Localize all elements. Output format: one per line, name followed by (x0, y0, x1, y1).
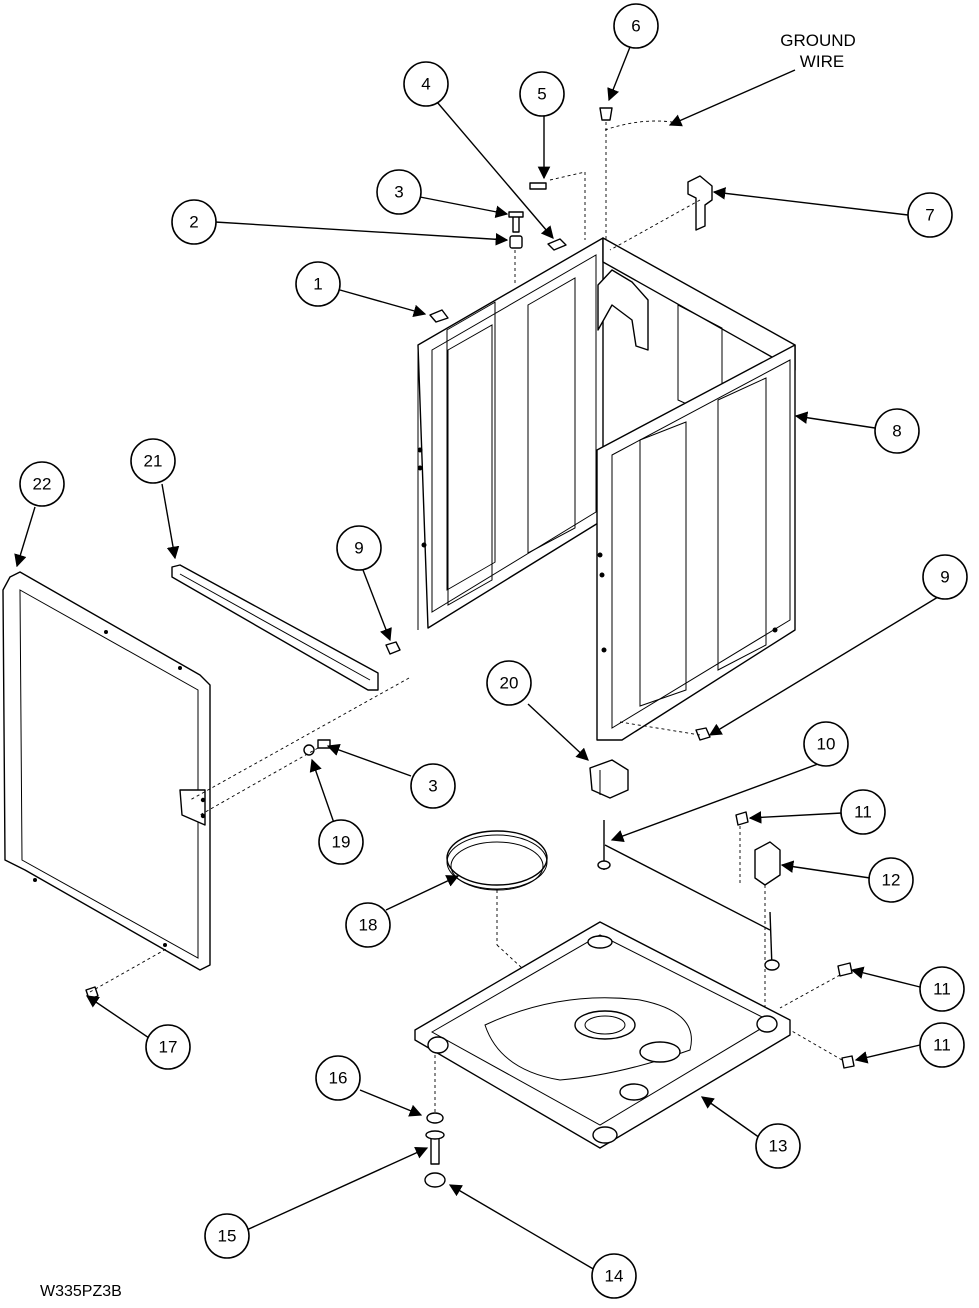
callout-15: 15 (204, 1213, 250, 1259)
svg-text:10: 10 (817, 735, 836, 754)
callout-21: 21 (130, 438, 176, 484)
svg-text:22: 22 (33, 475, 52, 494)
part-3-screw-head (508, 211, 524, 218)
part-10-rod (597, 820, 780, 971)
part-12-bracket (754, 841, 781, 886)
callout-9-right: 9 (922, 554, 968, 600)
svg-text:1: 1 (313, 275, 322, 294)
callout-11-top: 11 (840, 789, 886, 835)
svg-text:3: 3 (394, 183, 403, 202)
svg-text:17: 17 (159, 1038, 178, 1057)
part-4-pad (547, 238, 567, 251)
svg-text:4: 4 (421, 75, 430, 94)
svg-text:20: 20 (500, 674, 519, 693)
svg-text:6: 6 (631, 17, 640, 36)
svg-text:7: 7 (925, 206, 934, 225)
drawing-code: W335PZ3B (40, 1283, 122, 1300)
part-2-bushing (509, 235, 523, 249)
part-7-bracket (687, 175, 713, 231)
svg-text:2: 2 (189, 213, 198, 232)
callout-18: 18 (345, 902, 391, 948)
callout-14: 14 (591, 1253, 637, 1299)
svg-text:21: 21 (144, 452, 163, 471)
callout-10: 10 (803, 721, 849, 767)
callout-11-mid: 11 (919, 966, 965, 1012)
svg-text:15: 15 (218, 1227, 237, 1246)
leveling-foot-parts (424, 1055, 446, 1188)
svg-text:11: 11 (933, 1036, 951, 1055)
svg-text:8: 8 (892, 422, 901, 441)
svg-text:11: 11 (854, 803, 872, 822)
callout-3-top: 3 (376, 169, 422, 215)
callout-4: 4 (403, 61, 449, 107)
svg-text:14: 14 (605, 1267, 624, 1286)
top-strip-part (171, 564, 379, 691)
part-20-bracket (589, 759, 629, 799)
front-panel-part (2, 571, 211, 971)
svg-text:9: 9 (940, 568, 949, 587)
callout-16: 16 (315, 1055, 361, 1101)
callout-8: 8 (874, 408, 920, 454)
part-5-screw (529, 182, 547, 190)
ground-wire-label-line1: GROUND (780, 31, 856, 50)
leader-lines (14, 46, 939, 1271)
callout-1: 1 (295, 261, 341, 307)
svg-text:16: 16 (329, 1069, 348, 1088)
ground-wire-label-line2: WIRE (800, 52, 844, 71)
part-9-clip-right (695, 727, 711, 741)
cabinet-part (417, 237, 796, 741)
callout-5: 5 (519, 71, 565, 117)
svg-text:5: 5 (537, 85, 546, 104)
callout-20: 20 (486, 660, 532, 706)
svg-text:11: 11 (933, 980, 951, 999)
callout-12: 12 (868, 857, 914, 903)
svg-text:18: 18 (359, 916, 378, 935)
svg-text:13: 13 (769, 1137, 788, 1156)
part-11-screw-mid (837, 962, 853, 977)
svg-text:3: 3 (428, 777, 437, 796)
part-19-nut (303, 744, 315, 756)
callout-3-lower: 3 (410, 763, 456, 809)
top-small-parts (429, 107, 713, 323)
callout-19: 19 (318, 819, 364, 865)
part-9-clip-left (385, 641, 401, 655)
callout-11-low: 11 (919, 1022, 965, 1068)
part-11-screw-top (735, 811, 749, 826)
part-11-screw-low (841, 1055, 855, 1069)
callout-13: 13 (755, 1123, 801, 1169)
callout-6: 6 (613, 3, 659, 49)
callout-9-left: 9 (336, 525, 382, 571)
part-1-pad (429, 309, 449, 323)
base-part (414, 921, 791, 1149)
svg-text:19: 19 (332, 833, 351, 852)
callout-7: 7 (907, 192, 953, 238)
svg-text:9: 9 (354, 539, 363, 558)
svg-text:12: 12 (882, 871, 901, 890)
callout-22: 22 (19, 461, 65, 507)
callout-17: 17 (145, 1024, 191, 1070)
part-6-screw (599, 107, 613, 121)
callout-2: 2 (171, 199, 217, 245)
